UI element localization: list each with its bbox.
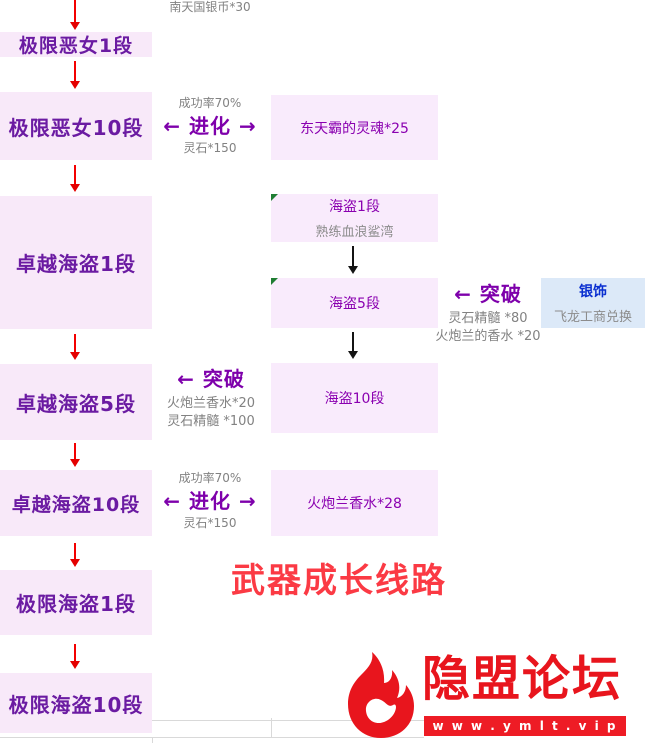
cost-label: 灵石*150 (183, 141, 237, 155)
stage-label: 海盗5段 (329, 296, 380, 312)
stage-source-label: 熟练血浪鲨湾 (315, 225, 394, 240)
stage-label: 卓越海盗10段 (11, 493, 141, 516)
material-box-perfume: 火炮兰香水*28 (271, 470, 438, 536)
down-arrow-icon (70, 543, 80, 567)
logo-title: 隐盟论坛 (422, 651, 623, 707)
down-arrow-icon (348, 246, 358, 274)
cost-label: 火炮兰香水*20 (166, 396, 256, 411)
cell-flag-icon (271, 194, 278, 201)
stage-label: 极限海盗10段 (8, 692, 144, 717)
cost-label: 灵石精髓 *100 (167, 414, 255, 429)
down-arrow-icon (70, 61, 80, 89)
exchange-label: 银饰 (579, 284, 607, 300)
stage-label: 卓越海盗1段 (16, 252, 136, 276)
gridline (152, 737, 153, 743)
stage-box-pirate1: 海盗1段 熟练血浪鲨湾 (271, 194, 438, 242)
stage-label: 极限海盗1段 (16, 592, 136, 616)
breakthrough-group-right: ← 突破 灵石精髓 *80 火炮兰的香水 *20 (428, 282, 548, 346)
gridline (152, 720, 424, 721)
breakthrough-label: ← 突破 (177, 367, 245, 391)
down-arrow-icon (70, 443, 80, 467)
cost-label: 灵石*150 (183, 516, 237, 530)
evolve-group-2: 成功率70% ← 进化 → 灵石*150 (155, 471, 265, 531)
flame-icon (348, 652, 414, 738)
gridline (271, 718, 272, 737)
stage-box-pirate10-extreme: 极限海盗10段 (0, 673, 152, 733)
stage-box-pirate1-extreme: 极限海盗1段 (0, 570, 152, 635)
down-arrow-icon (70, 0, 80, 30)
stage-label: 极限恶女1段 (18, 35, 134, 57)
evolve-label: ← 进化 → (163, 489, 257, 513)
watermark-logo: 隐盟论坛 w w w . y m l t . v i p (348, 650, 645, 743)
gridline (0, 737, 424, 738)
stage-box-evil1: 极限恶女1段 (0, 32, 152, 57)
stage-box-pirate5-superior: 卓越海盗5段 (0, 364, 152, 440)
stage-box-pirate10-superior: 卓越海盗10段 (0, 470, 152, 536)
success-rate-label: 成功率70% (178, 471, 242, 485)
stage-label: 卓越海盗5段 (16, 391, 136, 416)
down-arrow-icon (70, 334, 80, 360)
success-rate-label: 成功率70% (178, 96, 242, 110)
breakthrough-label: ← 突破 (454, 282, 522, 306)
exchange-source-label: 飞龙工商兑换 (553, 310, 632, 325)
stage-label: 极限恶女10段 (8, 115, 144, 140)
logo-url: w w w . y m l t . v i p (424, 716, 626, 736)
down-arrow-icon (348, 332, 358, 359)
evolve-group-1: 成功率70% ← 进化 → 灵石*150 (155, 96, 265, 156)
chart-title: 武器成长线路 (231, 561, 447, 601)
stage-box-evil10: 极限恶女10段 (0, 92, 152, 160)
cost-label: 火炮兰的香水 *20 (435, 329, 541, 344)
exchange-box-silver-ornament: 银饰 飞龙工商兑换 (541, 278, 645, 328)
material-label: 火炮兰香水*28 (307, 496, 402, 512)
down-arrow-icon (70, 165, 80, 192)
down-arrow-icon (70, 644, 80, 669)
stage-box-pirate10: 海盗10段 (271, 363, 438, 433)
material-label: 东天霸的灵魂*25 (300, 120, 409, 137)
cost-label: 灵石精髓 *80 (448, 311, 528, 326)
cell-flag-icon (271, 278, 278, 285)
stage-box-pirate1-superior: 卓越海盗1段 (0, 196, 152, 329)
evolve-label: ← 进化 → (163, 114, 257, 138)
stage-label: 海盗1段 (329, 199, 380, 215)
stage-box-pirate5: 海盗5段 (271, 278, 438, 328)
material-box-soul: 东天霸的灵魂*25 (271, 95, 438, 160)
material-label-silver-coin: 南天国银币*30 (169, 0, 251, 14)
breakthrough-group-left: ← 突破 火炮兰香水*20 灵石精髓 *100 (156, 367, 266, 431)
stage-label: 海盗10段 (324, 391, 385, 407)
